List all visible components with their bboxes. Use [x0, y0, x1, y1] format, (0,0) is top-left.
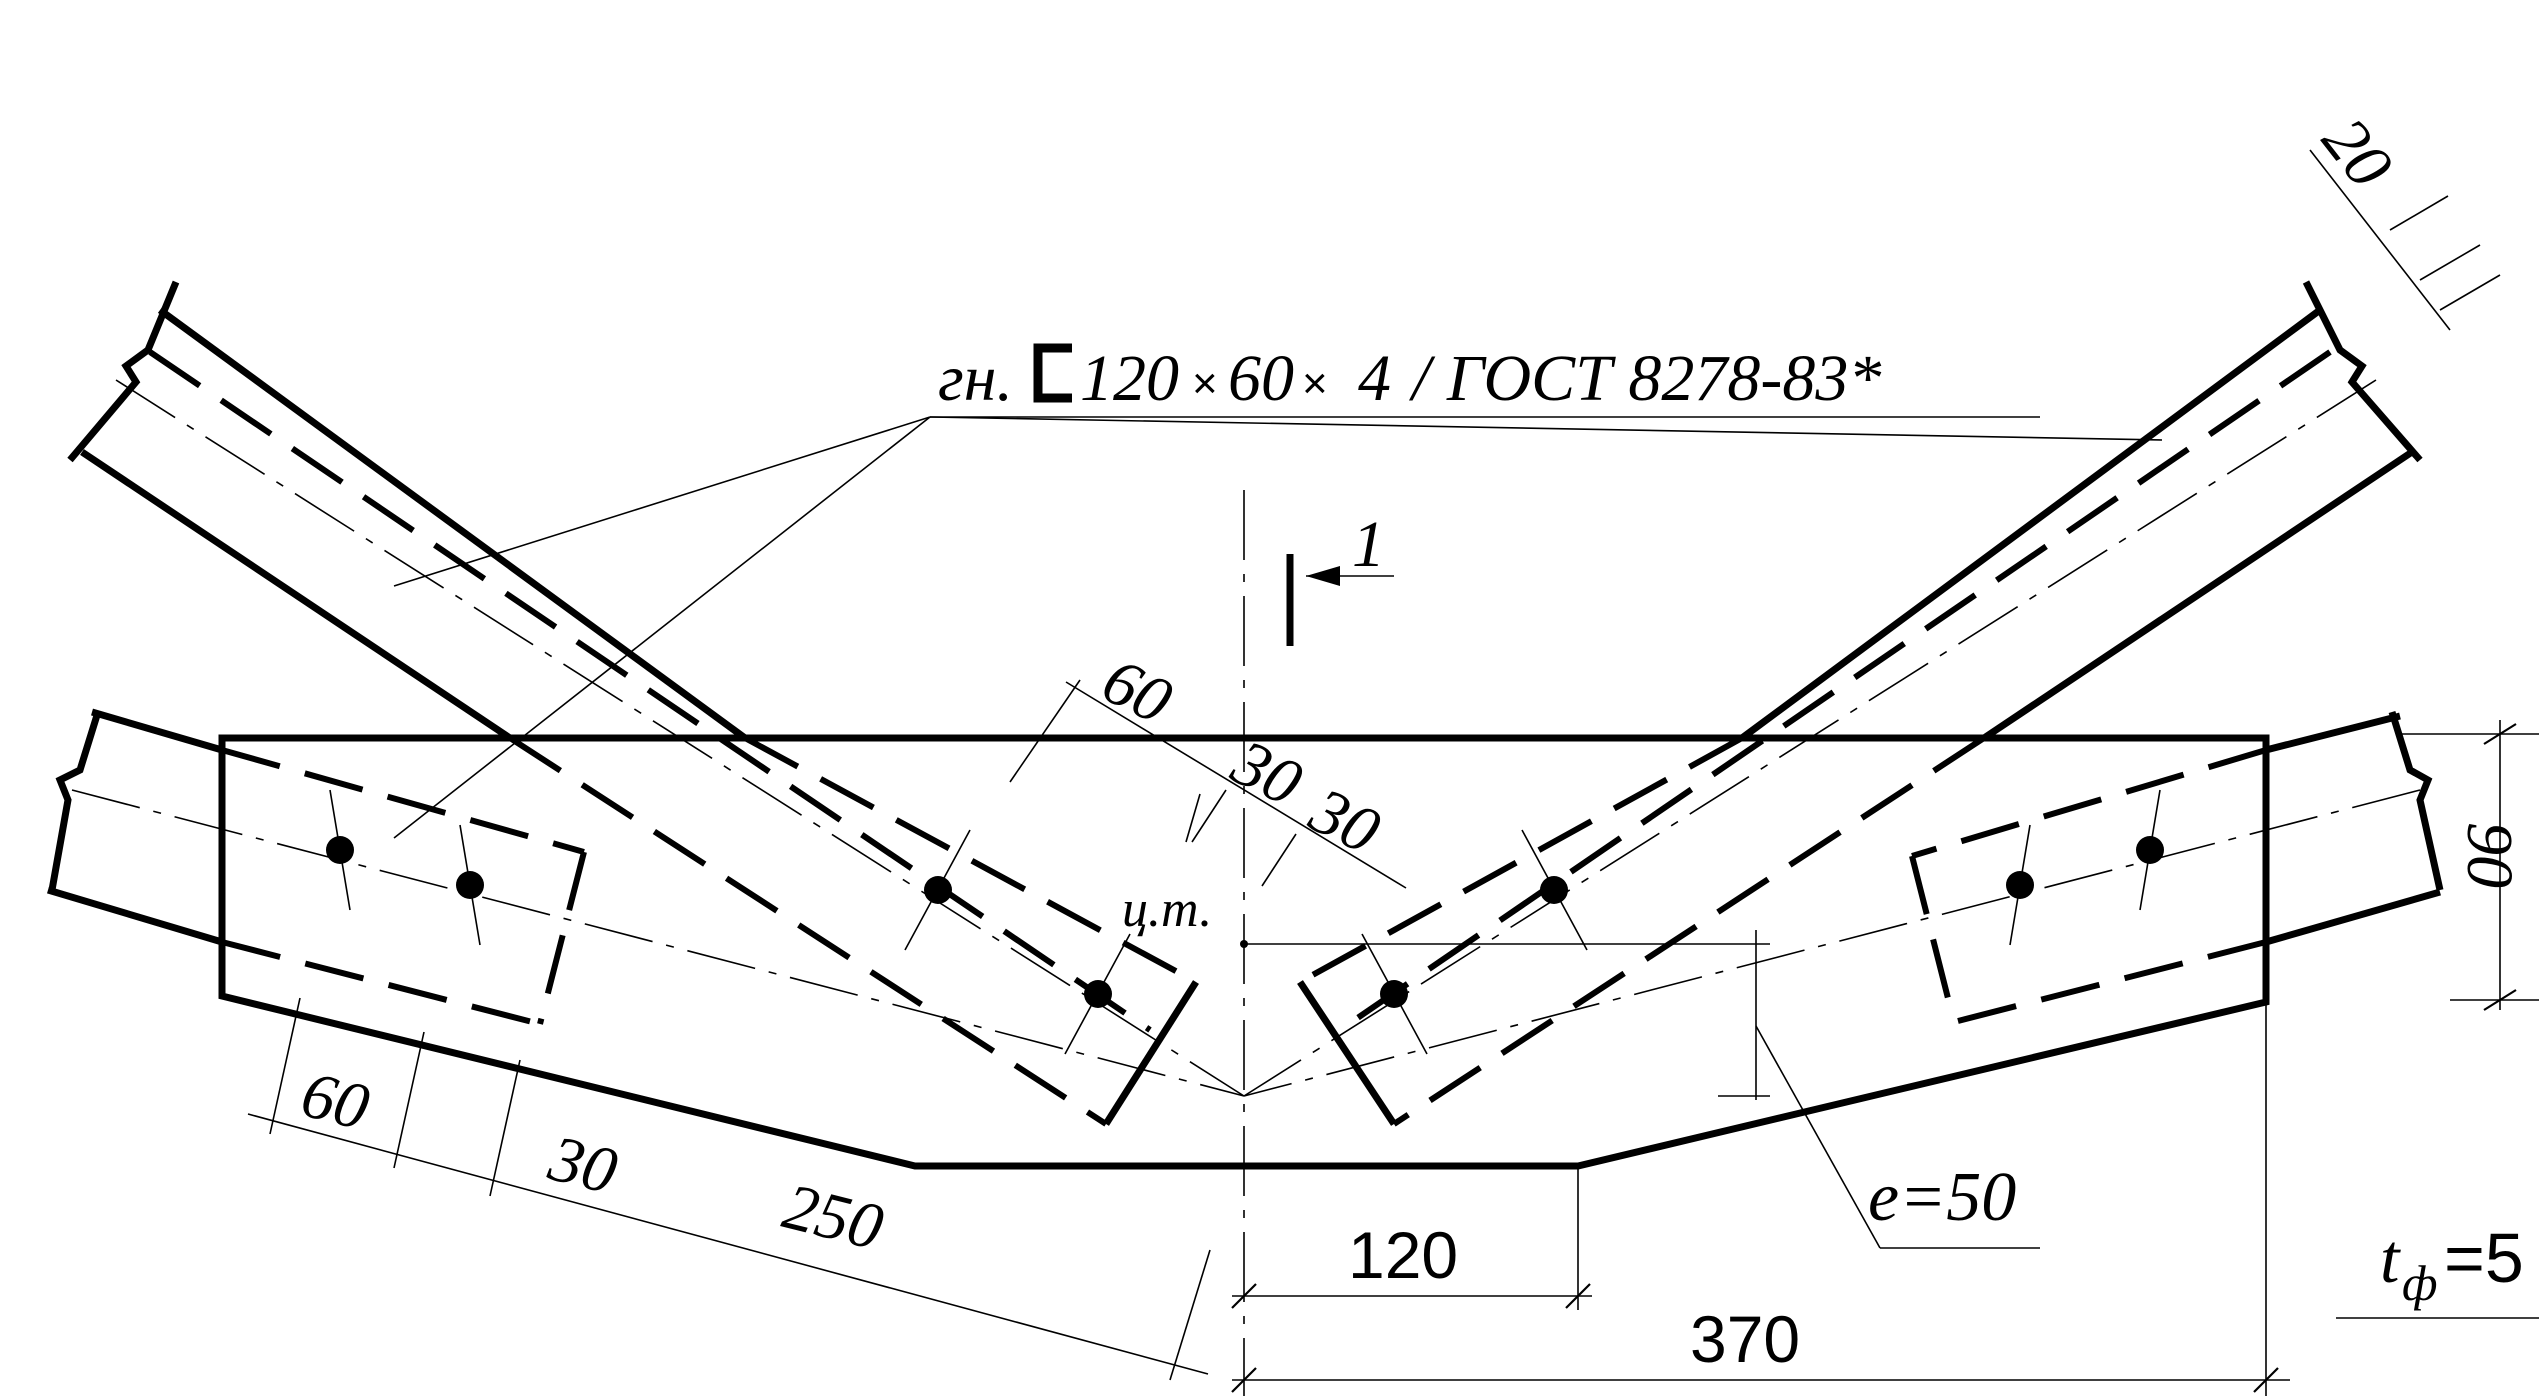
- dim-chord-length-value: 250: [776, 1170, 890, 1265]
- profile-prefix: гн.: [938, 342, 1013, 415]
- profile-times-2: ×: [1302, 359, 1328, 408]
- left-chord: [46, 708, 1245, 1097]
- right-chord: [1243, 710, 2444, 1097]
- dim-eccentricity: [1718, 930, 2040, 1249]
- section-mark: [1286, 554, 1394, 646]
- dim-bottom-370: [1231, 1002, 2290, 1396]
- profile-spec: 120: [1080, 342, 1179, 415]
- gusset-thickness-value: =5: [2444, 1219, 2524, 1297]
- profile-standard: / ГОСТ 8278-83*: [1408, 342, 1881, 415]
- dim-diag-pitch-value: 60: [1091, 644, 1182, 739]
- dim-top-right-value: 20: [2308, 104, 2406, 201]
- left-diagonal: [67, 280, 1245, 1127]
- dim-bottom-120: [1231, 1166, 1592, 1310]
- gusset-thickness-base: t: [2380, 1221, 2401, 1298]
- dim-chord-pitch-value: 60: [294, 1058, 376, 1145]
- dim-top-right: [2309, 149, 2501, 331]
- profile-thickness: 4: [1358, 342, 1391, 415]
- gusset-thickness-label: t ф =5: [2380, 1219, 2524, 1311]
- dim-diagonal-pitch: [1009, 679, 1407, 889]
- eccentricity-label: e=50: [1868, 1159, 2016, 1236]
- profile-dim2: 60: [1228, 342, 1294, 415]
- bolts: [326, 836, 2164, 1008]
- dim-chord-edge-value: 30: [541, 1121, 624, 1208]
- profile-leaders: [393, 416, 2163, 839]
- dim-bottom-370-value: 370: [1690, 1302, 1800, 1376]
- centroid-point: [1240, 940, 1248, 948]
- channel-icon: [1033, 343, 1072, 403]
- dim-bottom-120-value: 120: [1348, 1218, 1458, 1292]
- dim-diag-edge-b-value: 30: [1299, 773, 1391, 868]
- dim-right-height-value: 90: [2453, 822, 2526, 888]
- dim-right-height: [2400, 720, 2539, 1011]
- gusset-thickness-sub: ф: [2402, 1255, 2438, 1311]
- dim-left-chord: [247, 997, 1211, 1381]
- profile-times-1: ×: [1192, 359, 1218, 408]
- centroid-label: ц.т.: [1122, 881, 1212, 938]
- bolt-crosses: [329, 789, 2161, 1055]
- profile-label: гн. 120 × 60 × 4 / ГОСТ 8278-83*: [938, 342, 1881, 415]
- right-diagonal: [1243, 280, 2423, 1127]
- section-mark-number: 1: [1352, 508, 1385, 581]
